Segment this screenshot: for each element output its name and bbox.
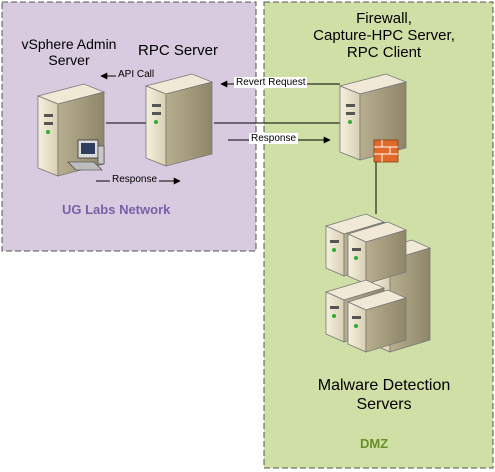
malware-servers-label: Malware Detection Servers: [317, 377, 451, 413]
lab-network-label: UG Labs Network: [62, 202, 171, 217]
workstation-icon: [67, 139, 105, 171]
response-top-label: Response: [249, 133, 299, 144]
response-bottom-label: Response: [110, 174, 160, 185]
dmz-label: DMZ: [360, 436, 389, 451]
malware-servers-icon: [324, 213, 432, 353]
firewall-brick-icon: [373, 139, 399, 163]
revert-request-label: Revert Request: [234, 77, 308, 88]
rpc-server-icon: [144, 73, 214, 167]
vsphere-server-label: vSphere Admin Server: [21, 36, 117, 68]
rpc-server-label: RPC Server: [137, 42, 219, 59]
api-call-label: API Call: [116, 69, 157, 80]
firewall-label: Firewall, Capture-HPC Server, RPC Client: [313, 10, 455, 61]
